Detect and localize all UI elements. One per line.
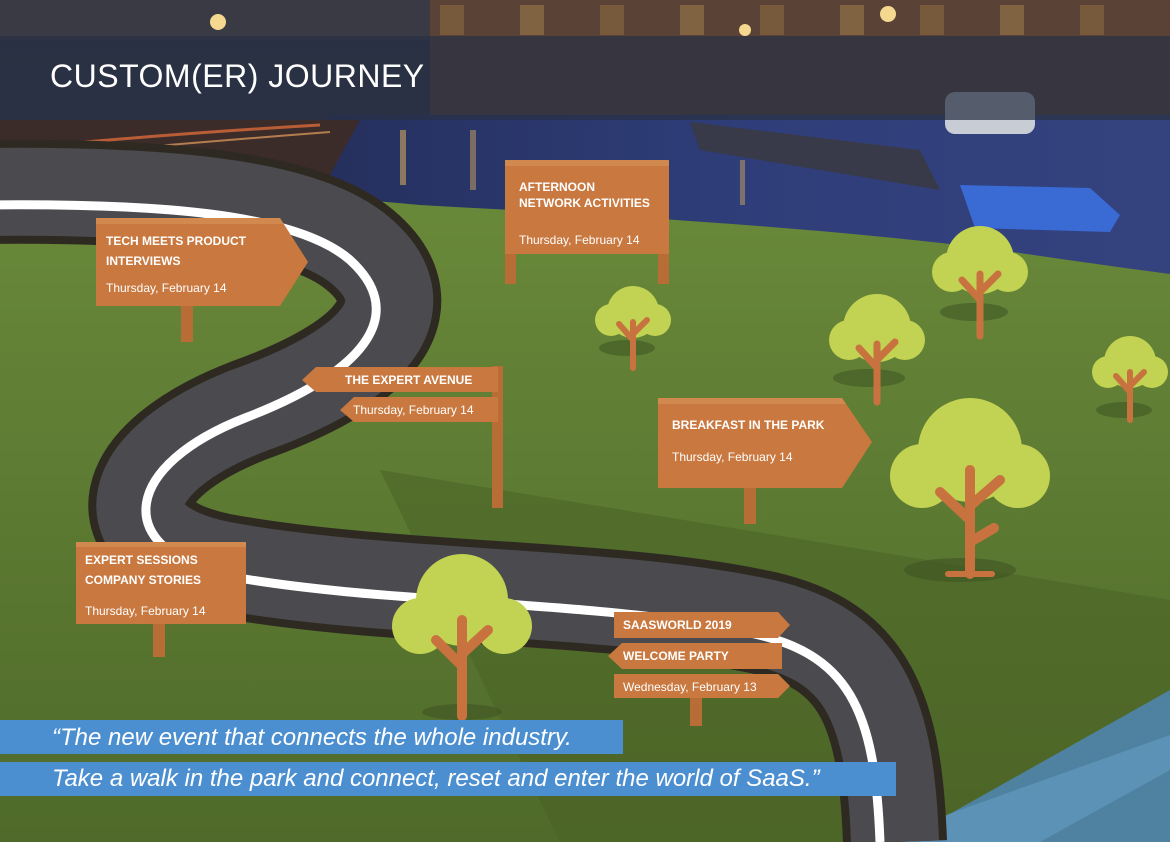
sign-date: Thursday, February 14 (106, 281, 227, 295)
page-title: CUSTOM(ER) JOURNEY (50, 58, 425, 94)
sign-heading-line: NETWORK ACTIVITIES (519, 196, 650, 210)
trees (392, 226, 1168, 721)
sign-heading-line: THE EXPERT AVENUE (345, 373, 473, 387)
sign-heading-line: INTERVIEWS (106, 254, 181, 268)
quote-line-2: Take a walk in the park and connect, res… (52, 765, 820, 792)
title-band (0, 36, 1170, 120)
sign-date: Wednesday, February 13 (623, 680, 757, 694)
sign-heading-line: EXPERT SESSIONS (85, 553, 198, 567)
sign-heading-line: COMPANY STORIES (85, 573, 202, 587)
tree (392, 554, 532, 721)
quote-line-1: “The new event that connects the whole i… (52, 724, 572, 751)
sign-date: Thursday, February 14 (85, 604, 206, 618)
tree (1092, 336, 1168, 423)
sign-heading-line: AFTERNOON (519, 180, 595, 194)
sign-date: Thursday, February 14 (353, 403, 474, 417)
sign-date: Thursday, February 14 (672, 450, 793, 464)
tree (829, 294, 925, 406)
tree (890, 398, 1050, 582)
quote-band-1 (0, 720, 623, 754)
signposts (76, 160, 872, 726)
sign-heading-line: SAASWORLD 2019 (623, 618, 732, 632)
tree (595, 286, 671, 371)
sign-heading-line: BREAKFAST IN THE PARK (672, 418, 825, 432)
sign-date: Thursday, February 14 (519, 233, 640, 247)
sign-heading-line: TECH MEETS PRODUCT (106, 234, 247, 248)
sign-heading-line: WELCOME PARTY (623, 649, 729, 663)
tree (932, 226, 1028, 340)
quote-band-2 (0, 762, 896, 796)
